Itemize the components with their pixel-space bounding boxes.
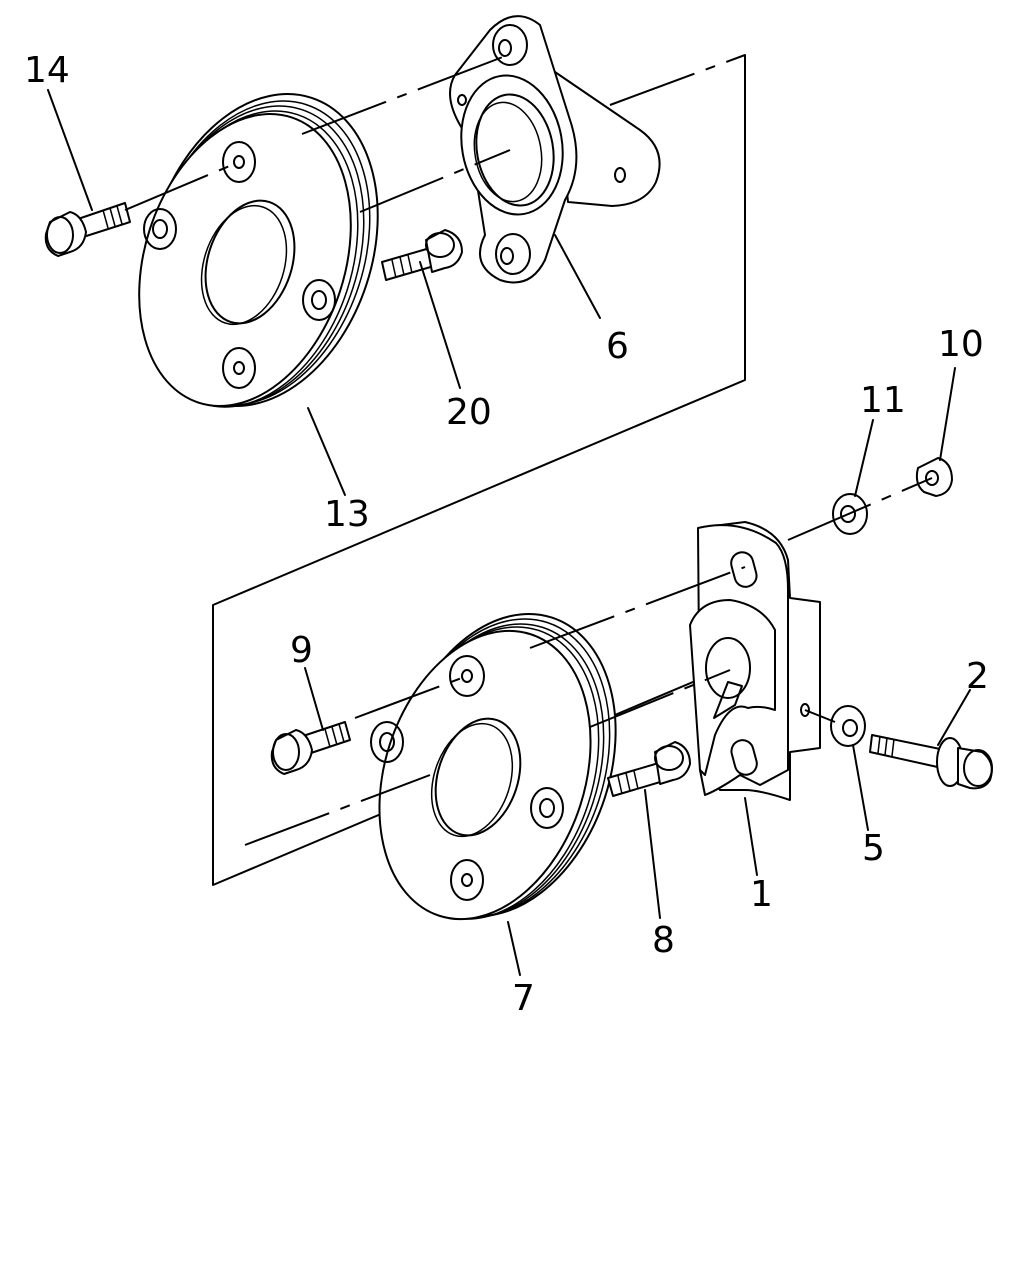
centerline-bottom-6	[804, 709, 836, 723]
callout-6: 6	[606, 326, 629, 367]
part-1-adjusting-plate	[689, 521, 821, 801]
centerline-top-1	[301, 54, 509, 135]
centerline-bottom-5	[787, 477, 933, 541]
part-2-flange-bolt	[869, 734, 993, 790]
centerline-top-3	[124, 161, 240, 211]
part-6-bearing-bracket	[449, 15, 661, 284]
part-7-flange-disc	[370, 612, 617, 921]
centerline-bottom-3	[354, 675, 468, 719]
callout-2: 2	[966, 656, 989, 697]
callout-5: 5	[862, 828, 885, 869]
callout-8: 8	[652, 920, 675, 961]
centerline-bottom-4	[244, 774, 431, 846]
part-9-bolt	[270, 721, 351, 775]
part-8-stud-bolt	[607, 741, 691, 797]
callout-11: 11	[860, 380, 906, 421]
part-10-nut	[915, 457, 953, 497]
leader-lines	[47, 89, 971, 976]
callout-13: 13	[324, 494, 370, 535]
part-5-washer	[830, 705, 866, 747]
part-13-flange-disc	[138, 93, 379, 408]
centerline-top-4	[609, 54, 746, 106]
callout-1: 1	[750, 874, 773, 915]
callout-7: 7	[512, 978, 535, 1019]
callout-10: 10	[938, 324, 984, 365]
callout-14: 14	[24, 50, 70, 91]
centerline-top-2	[359, 149, 511, 213]
centerline-bottom-2	[589, 669, 731, 728]
centerline-bottom-1	[529, 566, 746, 649]
part-20-stud-bolt	[381, 229, 463, 281]
callout-9: 9	[290, 630, 313, 671]
callout-20: 20	[446, 392, 492, 433]
part-14-bolt	[44, 202, 131, 257]
